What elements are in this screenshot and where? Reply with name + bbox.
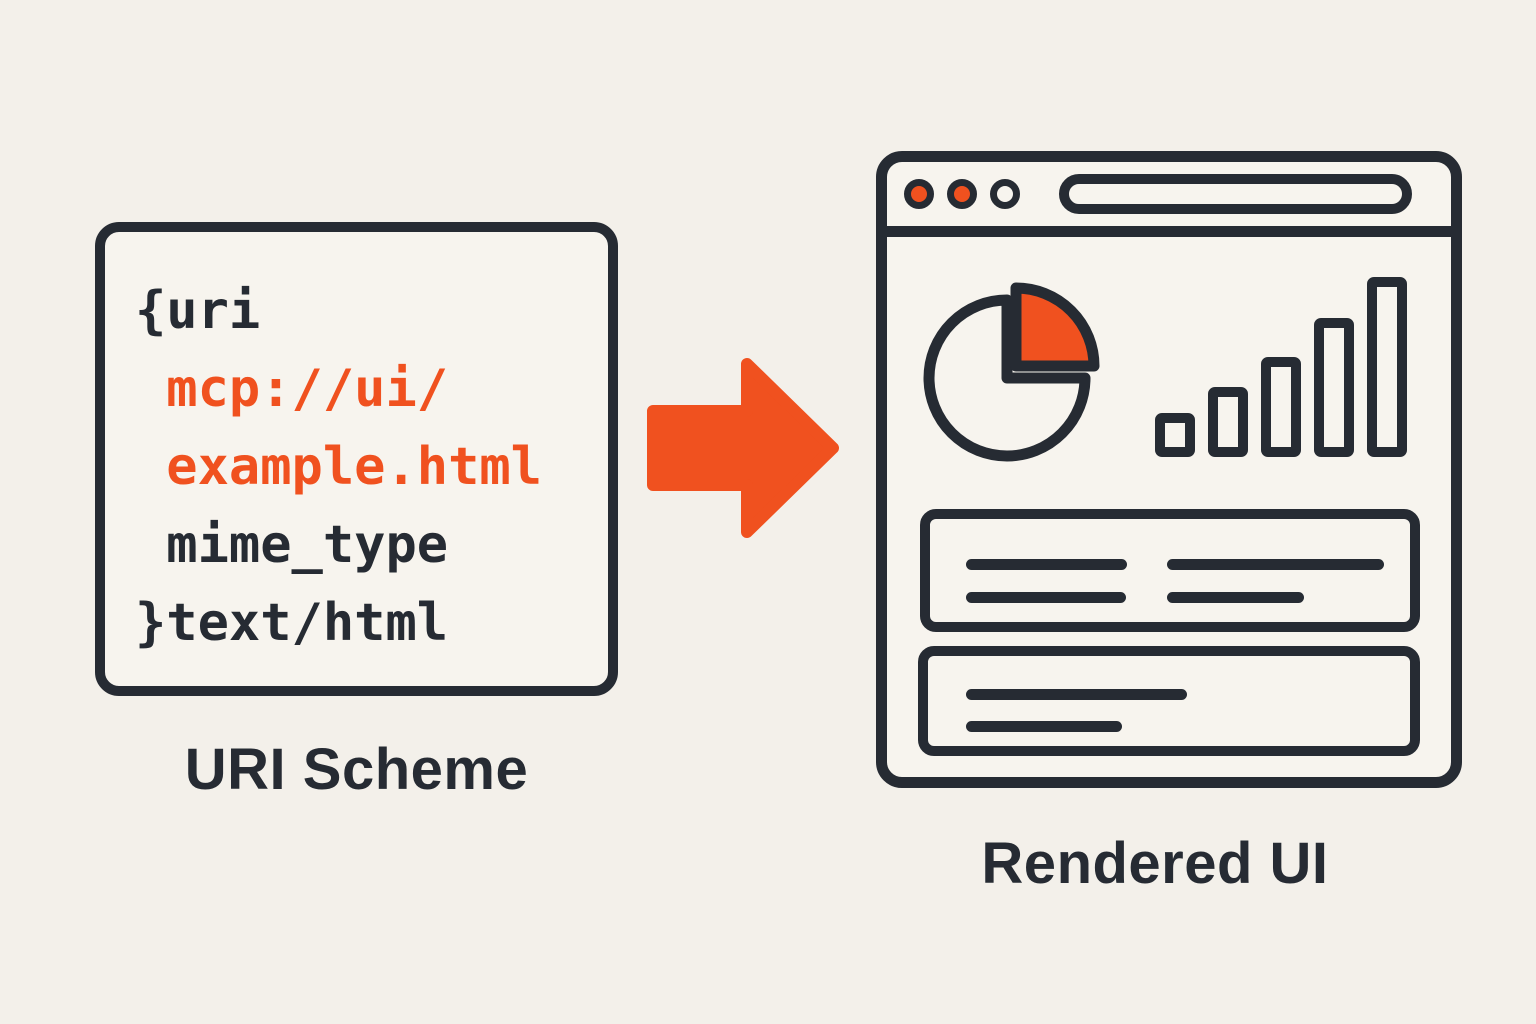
uri-scheme-label: URI Scheme [184, 737, 529, 802]
browser-content [887, 237, 1451, 777]
bar [1367, 277, 1407, 457]
placeholder-line [966, 721, 1122, 732]
window-dot-icon [947, 179, 977, 209]
placeholder-line [966, 559, 1127, 570]
bar-chart-icon [1155, 277, 1415, 457]
window-dot-icon [990, 179, 1020, 209]
browser-titlebar [887, 162, 1451, 237]
code-line-mime-key: mime_type [135, 515, 449, 575]
placeholder-line [966, 689, 1187, 700]
bar [1155, 413, 1195, 457]
placeholder-line [1167, 559, 1384, 570]
rendered-ui-label: Rendered UI [981, 831, 1329, 896]
placeholder-line [966, 592, 1126, 603]
text-card [918, 646, 1420, 756]
text-card [920, 509, 1420, 632]
code-line-scheme: mcp://ui/ [135, 359, 449, 419]
code-line-mime-value: }text/html [135, 593, 449, 653]
url-bar [1059, 174, 1412, 214]
code-line-uri-open: {uri [135, 281, 261, 341]
browser-window [876, 151, 1462, 788]
bar [1261, 357, 1301, 457]
placeholder-line [1167, 592, 1304, 603]
arrow-right-icon [647, 358, 839, 538]
bar [1314, 318, 1354, 457]
code-line-resource: example.html [135, 437, 542, 497]
window-dot-icon [904, 179, 934, 209]
uri-scheme-code-box: {uri mcp://ui/ example.html mime_type }t… [95, 222, 618, 696]
pie-chart-icon [923, 282, 1100, 462]
bar [1208, 387, 1248, 457]
